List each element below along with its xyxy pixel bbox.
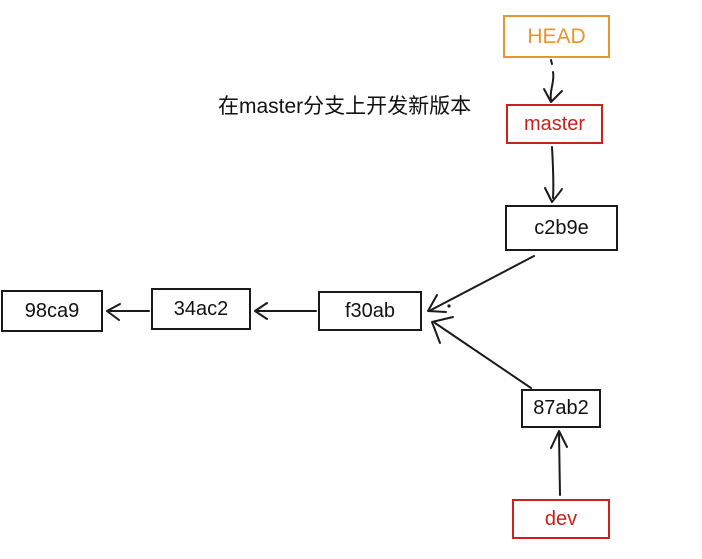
node-87ab2-label: 87ab2 [533,397,589,419]
arrow-dev-to-87ab2 [550,430,568,496]
node-commit-34ac2: 34ac2 [151,288,251,330]
node-34ac2-label: 34ac2 [173,297,229,320]
node-dev-branch: dev [512,499,610,539]
node-commit-98ca9: 98ca9 [1,290,103,332]
node-commit-c2b9e: c2b9e [505,205,618,251]
node-commit-f30ab: f30ab [318,291,422,331]
diagram-caption: 在master分支上开发新版本 [218,95,472,118]
node-98ca9-label: 98ca9 [24,299,80,322]
node-c2b9e-label: c2b9e [534,216,589,239]
arrow-f30ab-to-34ac2 [254,302,317,320]
node-head-label: HEAD [527,24,586,48]
node-f30ab-label: f30ab [344,299,396,322]
node-head: HEAD [503,15,610,58]
node-commit-87ab2: 87ab2 [521,389,601,428]
arrow-master-to-c2b9e [544,146,563,203]
node-dev-label: dev [544,507,578,530]
node-master-label: master [523,112,586,135]
arrow-34ac2-to-98ca9 [106,303,150,321]
arrow-head-to-master [543,59,563,103]
arrow-87ab2-to-f30ab [431,316,532,389]
arrow-c2b9e-to-f30ab [427,255,535,313]
node-master-branch: master [506,104,603,144]
